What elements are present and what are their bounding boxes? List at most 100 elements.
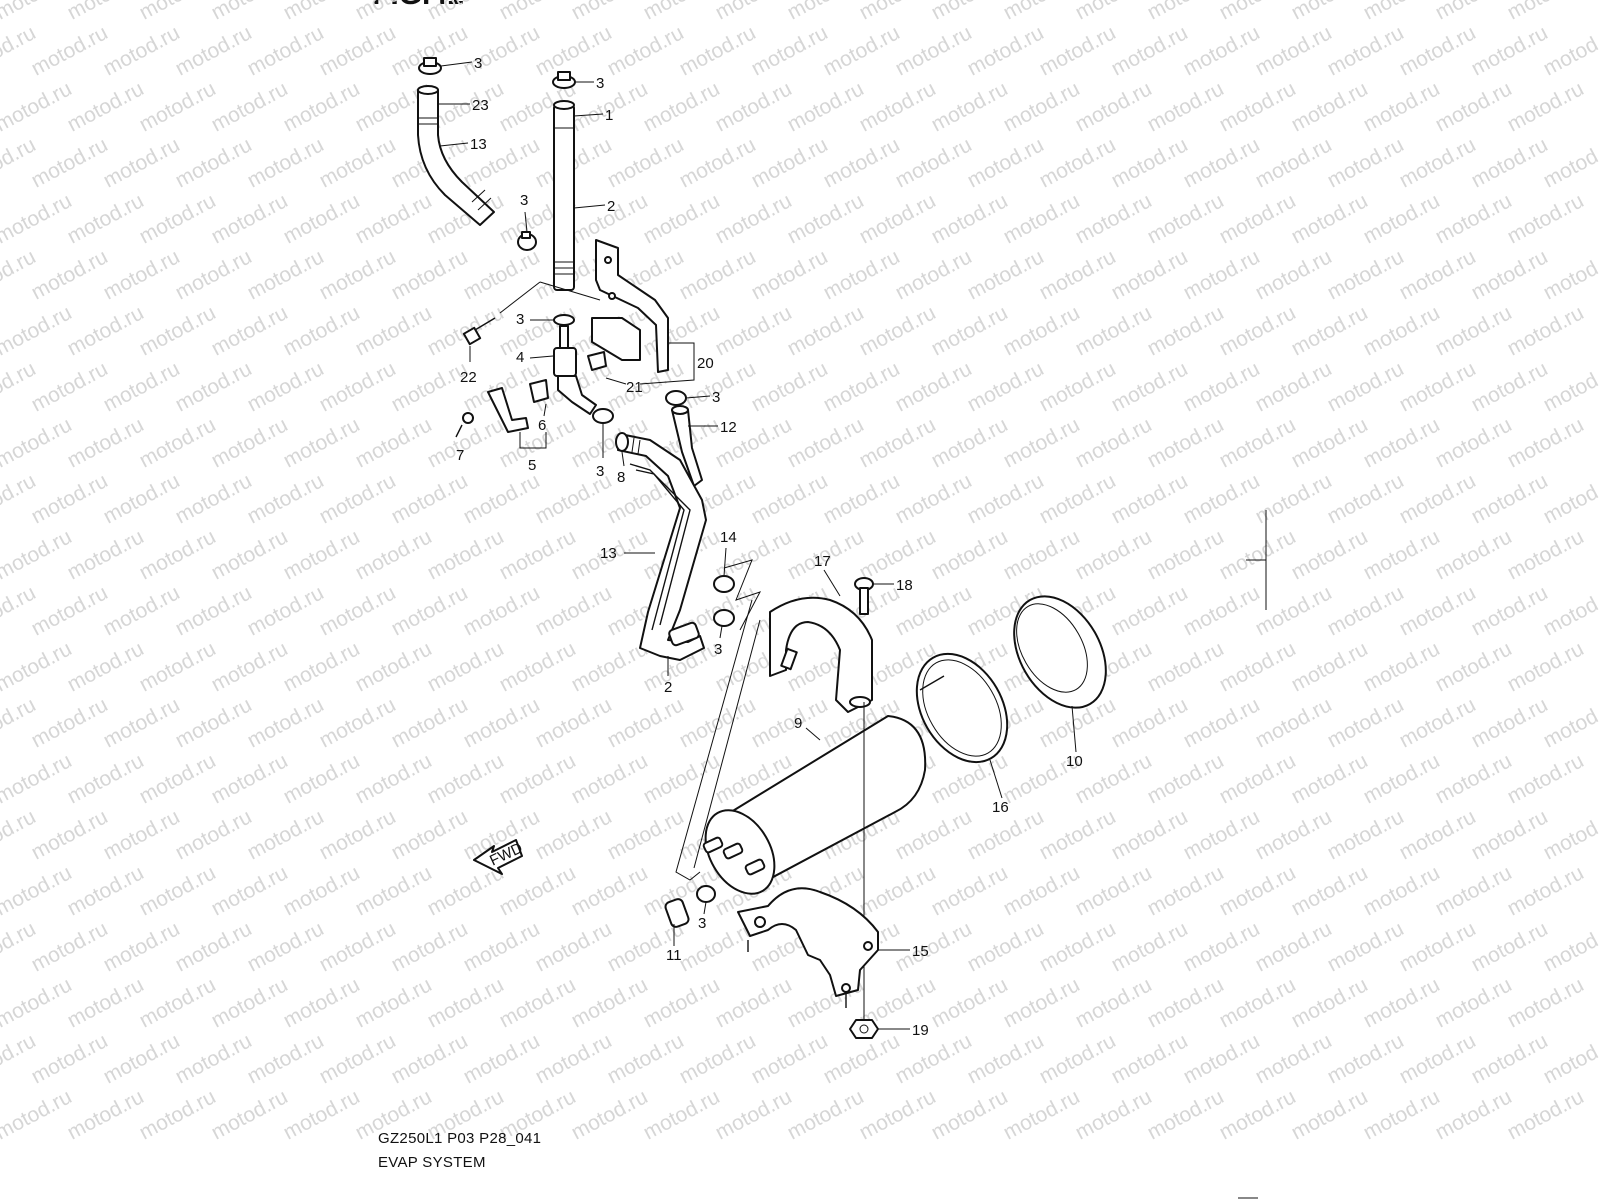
watermark-text: motod.ru — [1504, 861, 1588, 920]
watermark-text: motod.ru — [352, 973, 436, 1032]
watermark-text: motod.ru — [1108, 581, 1192, 640]
watermark-text: motod.ru — [1288, 413, 1372, 472]
callout-3: 3 — [714, 641, 722, 658]
watermark-text: motod.ru — [1540, 469, 1600, 528]
watermark-text: motod.ru — [316, 581, 400, 640]
callout-18: 18 — [896, 577, 913, 594]
watermark-text: motod.ru — [352, 749, 436, 808]
watermark-text: motod.ru — [172, 21, 256, 80]
watermark-text: motod.ru — [964, 1029, 1048, 1088]
watermark-text: motod.ru — [1504, 189, 1588, 248]
watermark-text: motod.ru — [172, 805, 256, 864]
clamp-14 — [713, 575, 735, 593]
watermark-text: motod.ru — [28, 1029, 112, 1088]
watermark-text: motod.ru — [1216, 749, 1300, 808]
watermark-text: motod.ru — [1432, 301, 1516, 360]
watermark-text: motod.ru — [1360, 749, 1444, 808]
watermark-layer: motod.ru motod.ru motod.ru motod.ru motod.ru… — [0, 0, 1600, 1144]
watermark-text: motod.ru — [1180, 1029, 1264, 1088]
watermark-text: motod.ru — [280, 301, 364, 360]
watermark-text: motod.ru — [1396, 1029, 1480, 1088]
watermark-text: motod.ru — [1144, 301, 1228, 360]
watermark-text: motod.ru — [172, 693, 256, 752]
watermark-text: motod.ru — [1468, 581, 1552, 640]
watermark-text: motod.ru — [280, 861, 364, 920]
callout-2: 2 — [607, 198, 615, 215]
watermark-text: motod.ru — [928, 77, 1012, 136]
watermark-text: motod.ru — [1252, 1029, 1336, 1088]
watermark-text: motod.ru — [712, 973, 796, 1032]
callout-15: 15 — [912, 943, 929, 960]
watermark-text: motod.ru — [964, 245, 1048, 304]
watermark-text: motod.ru — [424, 301, 508, 360]
watermark-text: motod.ru — [244, 805, 328, 864]
watermark-text: motod.ru — [892, 245, 976, 304]
watermark-text: motod.ru — [1252, 245, 1336, 304]
watermark-text: motod.ru — [1072, 77, 1156, 136]
watermark-text: motod.ru — [1324, 805, 1408, 864]
watermark-text: motod.ru — [1432, 413, 1516, 472]
watermark-text: motod.ru — [352, 301, 436, 360]
callout-9: 9 — [794, 715, 802, 732]
watermark-text: motod.ru — [1108, 469, 1192, 528]
watermark-text: motod.ru — [316, 21, 400, 80]
watermark-text: motod.ru — [712, 77, 796, 136]
watermark-text: motod.ru — [388, 469, 472, 528]
watermark-text: motod.ru — [1468, 21, 1552, 80]
watermark-text: motod.ru — [1252, 133, 1336, 192]
watermark-text: motod.ru — [388, 581, 472, 640]
watermark-text: motod.ru — [676, 357, 760, 416]
watermark-text: motod.ru — [100, 469, 184, 528]
hose-8-13 — [615, 432, 707, 661]
watermark-text: motod.ru — [1504, 413, 1588, 472]
watermark-text: motod.ru — [280, 189, 364, 248]
watermark-text: motod.ru — [856, 525, 940, 584]
watermark-text: motod.ru — [100, 21, 184, 80]
watermark-text: motod.ru — [712, 189, 796, 248]
watermark-text: motod.ru — [1540, 1029, 1600, 1088]
callout-3: 3 — [596, 463, 604, 480]
watermark-text: motod.ru — [64, 1085, 148, 1144]
watermark-text: motod.ru — [532, 693, 616, 752]
watermark-text: motod.ru — [136, 973, 220, 1032]
watermark-text: motod.ru — [1360, 189, 1444, 248]
watermark-text: motod.ru — [0, 77, 76, 136]
hose-11 — [664, 898, 690, 928]
watermark-text: motod.ru — [460, 917, 544, 976]
watermark-text: motod.ru — [1504, 301, 1588, 360]
watermark-text: motod.ru — [964, 357, 1048, 416]
callout-22: 22 — [460, 369, 477, 386]
watermark-text: motod.ru — [1072, 301, 1156, 360]
watermark-text: motod.ru — [100, 805, 184, 864]
clamp-top-center — [552, 71, 576, 89]
watermark-text: motod.ru — [64, 77, 148, 136]
watermark-text: motod.ru — [1144, 189, 1228, 248]
watermark-text: motod.ru — [1468, 917, 1552, 976]
watermark-text: motod.ru — [316, 917, 400, 976]
watermark-text: motod.ru — [928, 973, 1012, 1032]
watermark-text: motod.ru — [640, 749, 724, 808]
callout-1: 1 — [605, 107, 613, 124]
watermark-text: motod.ru — [244, 917, 328, 976]
canister-9 — [702, 715, 927, 895]
watermark-text: motod.ru — [0, 861, 76, 920]
clip-6 — [529, 379, 549, 403]
watermark-text: motod.ru — [1288, 973, 1372, 1032]
clamp-mid-3 — [517, 231, 537, 251]
watermark-text: motod.ru — [1108, 693, 1192, 752]
watermark-text: motod.ru — [280, 637, 364, 696]
watermark-text: motod.ru — [460, 469, 544, 528]
watermark-text: motod.ru — [28, 693, 112, 752]
watermark-text: motod.ru — [568, 749, 652, 808]
clamp-12-3 — [665, 390, 687, 406]
watermark-text: motod.ru — [1324, 357, 1408, 416]
callout-13: 13 — [600, 545, 617, 562]
watermark-text: motod.ru — [1036, 245, 1120, 304]
watermark-text: motod.ru — [1000, 973, 1084, 1032]
watermark-text: motod.ru — [820, 21, 904, 80]
watermark-text: motod.ru — [208, 973, 292, 1032]
watermark-text: motod.ru — [316, 469, 400, 528]
watermark-text: motod.ru — [1072, 413, 1156, 472]
callout-17: 17 — [814, 553, 831, 570]
watermark-text: motod.ru — [208, 189, 292, 248]
